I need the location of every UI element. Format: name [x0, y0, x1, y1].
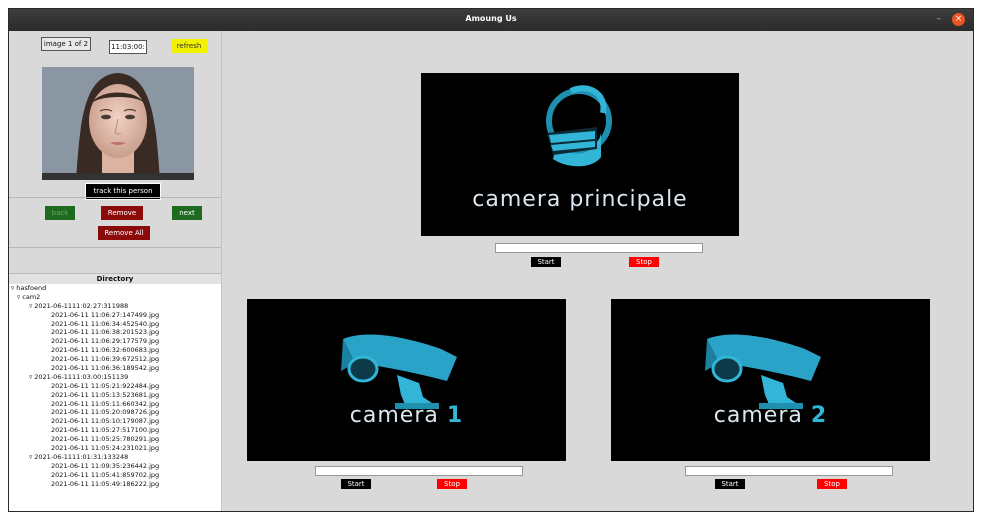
tree-file[interactable]: 2021-06-11 11:05:20:098726.jpg	[9, 408, 221, 417]
tree-file[interactable]: 2021-06-11 11:05:13:523681.jpg	[9, 391, 221, 400]
camera-2-label-text: camera	[713, 403, 803, 428]
cam1-input[interactable]	[315, 466, 523, 476]
back-button[interactable]: back	[45, 206, 75, 220]
tree-file[interactable]: 2021-06-11 11:05:21:922484.jpg	[9, 382, 221, 391]
tree-item-label: cam2	[22, 292, 41, 301]
tree-item-label: 2021-06-11 11:05:25:780291.jpg	[51, 435, 160, 444]
app-window: Amoung Us – × image 1 of 2 11:03:00: ref…	[8, 8, 974, 512]
tree-item-label: 2021-06-1111:03:00:151139	[34, 372, 129, 381]
tree-file[interactable]: 2021-06-11 11:06:29:177579.jpg	[9, 337, 221, 346]
camera-1-label-text: camera	[349, 403, 439, 428]
tree-file[interactable]: 2021-06-11 11:06:38:201523.jpg	[9, 328, 221, 337]
cam1-stop-button[interactable]: Stop	[437, 479, 467, 489]
tree-item-label: 2021-06-11 11:06:34:452540.jpg	[51, 319, 160, 328]
tree-file[interactable]: 2021-06-11 11:05:10:179087.jpg	[9, 417, 221, 426]
close-button[interactable]: ×	[952, 13, 965, 26]
camera-principale-feed: camera principale	[421, 73, 739, 236]
main-stop-button[interactable]: Stop	[629, 257, 659, 267]
tree-item-label: 2021-06-1111:01:31:133248	[34, 452, 129, 461]
image-counter: image 1 of 2	[41, 37, 91, 51]
tree-file[interactable]: 2021-06-11 11:06:36:189542.jpg	[9, 364, 221, 373]
tree-file[interactable]: 2021-06-11 11:06:34:452540.jpg	[9, 320, 221, 329]
tree-item-label: 2021-06-11 11:06:36:189542.jpg	[51, 364, 160, 373]
expand-toggle-icon[interactable]: ▿	[29, 452, 33, 461]
remove-all-button[interactable]: Remove All	[98, 226, 150, 240]
camera-1-label: camera 1	[247, 403, 566, 428]
remove-button[interactable]: Remove	[101, 206, 143, 220]
next-button[interactable]: next	[172, 206, 202, 220]
expand-toggle-icon[interactable]: ▿	[29, 301, 33, 310]
tree-file[interactable]: 2021-06-11 11:05:24:231021.jpg	[9, 444, 221, 453]
cam1-start-button[interactable]: Start	[341, 479, 371, 489]
tree-item-label: 2021-06-11 11:09:35:236442.jpg	[51, 461, 160, 470]
tree-item-label: 2021-06-11 11:05:49:186222.jpg	[51, 479, 160, 488]
expand-toggle-icon[interactable]: ▿	[11, 284, 15, 292]
camera-2-label: camera 2	[611, 403, 930, 428]
expand-toggle-icon[interactable]: ▿	[17, 292, 21, 301]
tree-file[interactable]: 2021-06-11 11:06:39:672512.jpg	[9, 355, 221, 364]
camera-2-feed: camera 2	[611, 299, 930, 461]
tree-folder[interactable]: ▿hasfoend	[9, 284, 221, 293]
tree-folder[interactable]: ▿2021-06-1111:02:27:311988	[9, 302, 221, 311]
tree-item-label: 2021-06-11 11:06:29:177579.jpg	[51, 337, 160, 346]
minimize-button[interactable]: –	[936, 14, 942, 24]
tree-item-label: 2021-06-11 11:05:24:231021.jpg	[51, 444, 160, 453]
tree-file[interactable]: 2021-06-11 11:09:35:236442.jpg	[9, 462, 221, 471]
tree-item-label: 2021-06-11 11:06:27:147499.jpg	[51, 310, 160, 319]
tree-file[interactable]: 2021-06-11 11:05:49:186222.jpg	[9, 480, 221, 489]
cam2-stop-button[interactable]: Stop	[817, 479, 847, 489]
tree-item-label: 2021-06-11 11:05:20:098726.jpg	[51, 408, 160, 417]
person-photo	[42, 67, 194, 180]
tree-folder[interactable]: ▿cam2	[9, 293, 221, 302]
tree-folder[interactable]: ▿2021-06-1111:01:31:133248	[9, 453, 221, 462]
face-image	[42, 67, 194, 180]
title-bar: Amoung Us – ×	[9, 9, 973, 31]
tree-item-label: 2021-06-11 11:06:39:672512.jpg	[51, 355, 160, 364]
divider	[9, 247, 221, 248]
tree-item-label: 2021-06-11 11:05:10:179087.jpg	[51, 417, 160, 426]
refresh-button[interactable]: refresh	[171, 39, 207, 53]
main-start-button[interactable]: Start	[531, 257, 561, 267]
tree-item-label: 2021-06-11 11:05:27:517100.jpg	[51, 426, 160, 435]
tree-item-label: 2021-06-11 11:05:41:859702.jpg	[51, 470, 160, 479]
tree-item-label: 2021-06-11 11:05:21:922484.jpg	[51, 381, 160, 390]
tree-file[interactable]: 2021-06-11 11:05:41:859702.jpg	[9, 471, 221, 480]
tree-file[interactable]: 2021-06-11 11:06:27:147499.jpg	[9, 311, 221, 320]
divider	[9, 197, 221, 198]
directory-tree[interactable]: ▿hasfoend▿cam2▿2021-06-1111:02:27:311988…	[9, 284, 221, 511]
cam2-input[interactable]	[685, 466, 893, 476]
camera-principale-label: camera principale	[472, 187, 688, 212]
timestamp-field: 11:03:00:	[109, 40, 147, 54]
tree-file[interactable]: 2021-06-11 11:05:11:660342.jpg	[9, 400, 221, 409]
window-title: Amoung Us	[465, 14, 517, 23]
camera-1-number: 1	[446, 403, 464, 428]
camera-1-feed: camera 1	[247, 299, 566, 461]
cctv-camera-icon	[705, 334, 821, 409]
cctv-camera-icon	[341, 334, 457, 409]
tree-file[interactable]: 2021-06-11 11:06:32:600683.jpg	[9, 346, 221, 355]
mask-person-icon	[546, 85, 612, 167]
tree-item-label: 2021-06-1111:02:27:311988	[34, 301, 129, 310]
tree-item-label: hasfoend	[16, 284, 47, 292]
camera-2-number: 2	[810, 403, 828, 428]
tree-folder[interactable]: ▿2021-06-1111:03:00:151139	[9, 373, 221, 382]
cam2-start-button[interactable]: Start	[715, 479, 745, 489]
tree-item-label: 2021-06-11 11:05:13:523681.jpg	[51, 390, 160, 399]
main-camera-input[interactable]	[495, 243, 703, 253]
tree-file[interactable]: 2021-06-11 11:05:27:517100.jpg	[9, 426, 221, 435]
track-person-button[interactable]: track this person	[85, 183, 161, 200]
tree-item-label: 2021-06-11 11:05:11:660342.jpg	[51, 399, 160, 408]
tree-file[interactable]: 2021-06-11 11:05:25:780291.jpg	[9, 435, 221, 444]
tree-item-label: 2021-06-11 11:06:38:201523.jpg	[51, 328, 160, 337]
expand-toggle-icon[interactable]: ▿	[29, 372, 33, 381]
left-panel: image 1 of 2 11:03:00: refresh	[9, 31, 222, 511]
tree-item-label: 2021-06-11 11:06:32:600683.jpg	[51, 346, 160, 355]
